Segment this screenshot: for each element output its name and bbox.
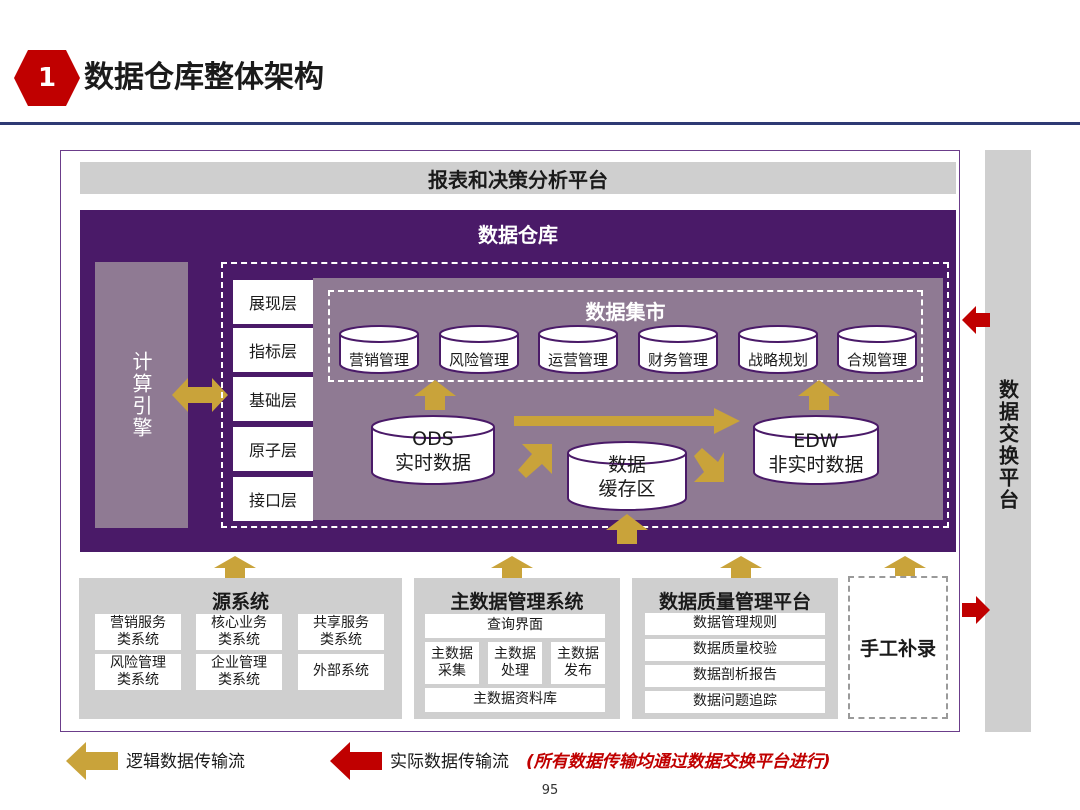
mart-label-operations: 运营管理: [547, 350, 608, 369]
up-arrow-icon: [606, 514, 648, 544]
mdm-library: 主数据资料库: [425, 688, 605, 712]
layer-interface: 接口层: [233, 477, 313, 521]
up-arrow-icon: [720, 556, 762, 578]
mdm-item-line1: 主数据: [431, 645, 473, 662]
edw-label-line1: EDW: [793, 430, 839, 453]
cache-label: 数据 缓存区: [566, 452, 688, 504]
dq-item: 数据问题追踪: [645, 691, 825, 713]
layer-indicator: 指标层: [233, 328, 313, 372]
source-item-line2: 类系统: [218, 672, 260, 688]
mdm-title: 主数据管理系统: [450, 590, 584, 613]
diagonal-arrow-icon: [694, 448, 724, 482]
mart-cylinder-finance: [638, 325, 718, 374]
up-arrow-icon: [798, 380, 840, 410]
mdm-item: 主数据 采集: [425, 642, 479, 684]
ods-label-line1: ODS: [412, 428, 454, 451]
right-arrow-icon: [514, 408, 740, 434]
up-arrow-icon: [414, 380, 456, 410]
mdm-item: 主数据 发布: [551, 642, 605, 684]
source-item-line1: 风险管理: [110, 654, 166, 671]
mdm-item-line2: 处理: [501, 663, 529, 679]
source-item: 核心业务 类系统: [196, 614, 282, 650]
mart-label-risk: 风险管理: [448, 350, 509, 369]
dq-item: 数据质量校验: [645, 639, 825, 661]
layer-presentation: 展现层: [233, 280, 313, 324]
page-title: 数据仓库整体架构: [84, 60, 324, 95]
legend-logical-label: 逻辑数据传输流: [126, 752, 245, 772]
actual-flow-arrow-icon: [330, 742, 382, 780]
page-number: 95: [541, 782, 559, 798]
source-item-line2: 类系统: [320, 632, 362, 648]
source-item: 风险管理 类系统: [95, 654, 181, 690]
red-left-arrow-icon: [962, 306, 990, 334]
manual-entry-box: 手工补录: [848, 576, 948, 719]
source-item-line1: 企业管理: [211, 654, 267, 671]
source-system-title: 源系统: [211, 590, 269, 613]
edw-cylinder: [753, 415, 879, 485]
mart-label-strategy: 战略规划: [747, 350, 808, 369]
layer-foundation: 基础层: [233, 377, 313, 421]
mart-cylinder-marketing: [339, 325, 419, 374]
source-item: 营销服务 类系统: [95, 614, 181, 650]
exchange-platform-bar: [985, 150, 1031, 732]
dq-item: 数据管理规则: [645, 613, 825, 635]
cache-cylinder: [567, 441, 687, 511]
double-arrow-icon: [172, 378, 228, 412]
source-item-line1: 外部系统: [313, 663, 369, 680]
cache-label-line2: 缓存区: [598, 478, 656, 500]
source-item: 企业管理 类系统: [196, 654, 282, 690]
up-arrow-icon: [214, 556, 256, 578]
legend-actual-label: 实际数据传输流: [390, 752, 509, 772]
ods-cylinder: [371, 415, 495, 485]
mart-cylinder-risk: [439, 325, 519, 374]
layer-atomic: 原子层: [233, 427, 313, 471]
mdm-item: 主数据 处理: [488, 642, 542, 684]
data-warehouse-title: 数据仓库: [478, 222, 558, 247]
data-mart-title: 数据集市: [585, 299, 666, 324]
diagonal-arrow-icon: [518, 444, 552, 478]
red-right-arrow-icon: [962, 596, 990, 624]
section-number: 1: [37, 63, 57, 93]
source-item-line1: 营销服务: [110, 614, 166, 631]
edw-label-line2: 非实时数据: [768, 454, 864, 476]
logical-flow-arrow-icon: [66, 742, 118, 780]
exchange-platform-label: 数据交换平台: [995, 379, 1020, 511]
dq-item: 数据剖析报告: [645, 665, 825, 687]
section-number-badge: [14, 50, 80, 106]
header-divider: [0, 122, 1080, 125]
mdm-query: 查询界面: [425, 614, 605, 638]
warehouse-inner-frame: [221, 262, 949, 528]
mart-cylinder-strategy: [738, 325, 818, 374]
mart-cylinder-compliance: [837, 325, 917, 374]
up-arrow-icon: [884, 556, 926, 578]
report-platform-bar: 报表和决策分析平台: [80, 162, 956, 194]
up-arrow-icon: [491, 556, 533, 578]
source-item-line2: 类系统: [117, 632, 159, 648]
mart-cylinder-operations: [538, 325, 618, 374]
cache-label-line1: 数据: [607, 454, 646, 477]
ods-label: ODS 实时数据: [370, 426, 496, 478]
mdm-item-line1: 主数据: [494, 645, 536, 662]
data-mart-frame: [328, 290, 923, 382]
compute-engine-label: 计算引擎: [129, 351, 153, 439]
ods-label-line2: 实时数据: [394, 452, 471, 474]
source-item: 共享服务 类系统: [298, 614, 384, 650]
mdm-item-line2: 采集: [438, 663, 466, 679]
dq-title: 数据质量管理平台: [658, 590, 811, 613]
mart-label-compliance: 合规管理: [846, 350, 907, 369]
mart-label-marketing: 营销管理: [348, 350, 409, 369]
legend-note: (所有数据传输均通过数据交换平台进行): [526, 752, 831, 772]
mdm-item-line2: 发布: [564, 663, 592, 679]
source-item: 外部系统: [298, 654, 384, 690]
mart-label-finance: 财务管理: [647, 350, 708, 369]
source-item-line1: 共享服务: [313, 614, 369, 631]
source-item-line2: 类系统: [218, 632, 260, 648]
mdm-item-line1: 主数据: [557, 645, 599, 662]
edw-label: EDW 非实时数据: [752, 428, 880, 480]
source-item-line1: 核心业务: [211, 614, 267, 631]
source-item-line2: 类系统: [117, 672, 159, 688]
